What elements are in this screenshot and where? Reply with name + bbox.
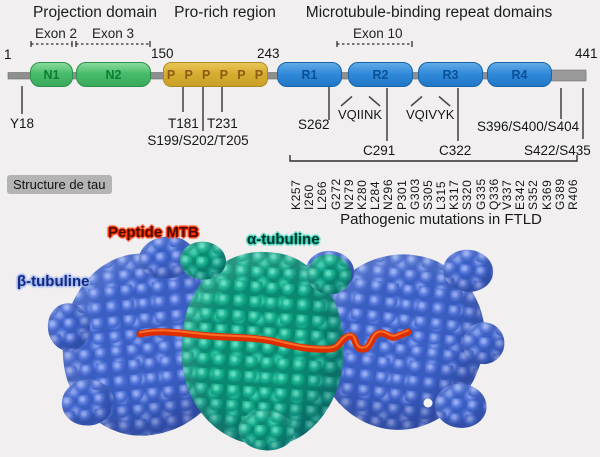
site-t231: T231 — [207, 116, 238, 131]
site-y18: Y18 — [10, 116, 35, 131]
exon2-label: Exon 2 — [35, 26, 78, 41]
tubulin-lump — [45, 301, 93, 354]
mutation-label: N279 — [341, 178, 356, 210]
site-s199-s202-t205: S199/S202/T205 — [147, 133, 249, 148]
projection-domain-title: Projection domain — [32, 4, 158, 21]
alpha-tubulin-blob — [175, 240, 353, 453]
residue-1: 1 — [4, 47, 12, 62]
site-s422-s435: S422/S435 — [524, 143, 591, 158]
domain-r4: R4 — [487, 62, 552, 87]
residue-150: 150 — [151, 46, 174, 61]
site-c322: C322 — [439, 143, 472, 158]
site-s262: S262 — [298, 117, 330, 132]
site-c291: C291 — [363, 143, 396, 158]
ftld-caption: Pathogenic mutations in FTLD — [340, 211, 542, 228]
mutation-label: G335 — [473, 178, 488, 210]
mutation-label: R406 — [565, 178, 580, 210]
exon3-span — [75, 41, 151, 47]
mutation-label: P301 — [394, 179, 409, 210]
mutation-label: S320 — [460, 179, 475, 210]
tubulin-lump — [460, 319, 507, 367]
domain-r2: R2 — [348, 62, 413, 87]
mutation-label: G303 — [407, 178, 422, 210]
mutation-label: S305 — [420, 179, 435, 210]
residue-243: 243 — [257, 46, 280, 61]
pro-rich-region-title: Pro-rich region — [174, 4, 276, 21]
tubulin-lump — [440, 246, 496, 295]
domain-r3: R3 — [418, 62, 483, 87]
tubulin-lump — [432, 380, 490, 431]
site-s396-s400-s404: S396/S400/S404 — [477, 119, 580, 134]
mutation-label: Q336 — [486, 178, 501, 210]
mutation-label: L266 — [315, 180, 330, 210]
exon3-label: Exon 3 — [92, 26, 135, 41]
domain-n2: N2 — [76, 62, 151, 87]
mutation-label: G389 — [552, 178, 567, 210]
mutation-label: S352 — [526, 179, 541, 210]
exon2-span — [30, 41, 73, 47]
beta-tubulin-label: β-tubuline — [17, 273, 90, 290]
mutation-label: G272 — [328, 178, 343, 210]
domain-r1: R1 — [277, 62, 342, 87]
residue-441: 441 — [575, 46, 598, 61]
alpha-tubulin-label: α-tubuline — [247, 231, 320, 248]
peptide-mtb-label: Peptide MTB — [108, 224, 199, 241]
exon10-span — [336, 41, 413, 47]
mutation-label: K280 — [354, 179, 369, 210]
tubulin-lump — [236, 408, 296, 453]
exon10-label: Exon 10 — [353, 26, 403, 41]
domain-n1: N1 — [30, 62, 73, 87]
mutation-label: K369 — [539, 179, 554, 210]
vqiink-motif-label: VQIINK — [337, 107, 383, 122]
site-tick-lines — [21, 86, 584, 141]
motif-pointer-slashes — [340, 95, 451, 107]
tubulin-lump — [59, 377, 117, 429]
domain-proline-rich: P P P P P P — [163, 62, 268, 87]
mutations-bracket — [289, 155, 578, 162]
backbone-end-cap — [550, 69, 587, 82]
mutation-label: N296 — [381, 178, 396, 210]
mtb-repeats-title: Microtubule-binding repeat domains — [305, 4, 553, 21]
structure-de-tau-chip: Structure de tau — [7, 175, 112, 194]
site-t181: T181 — [168, 116, 199, 131]
vqivyk-motif-label: VQIVYK — [406, 107, 455, 122]
